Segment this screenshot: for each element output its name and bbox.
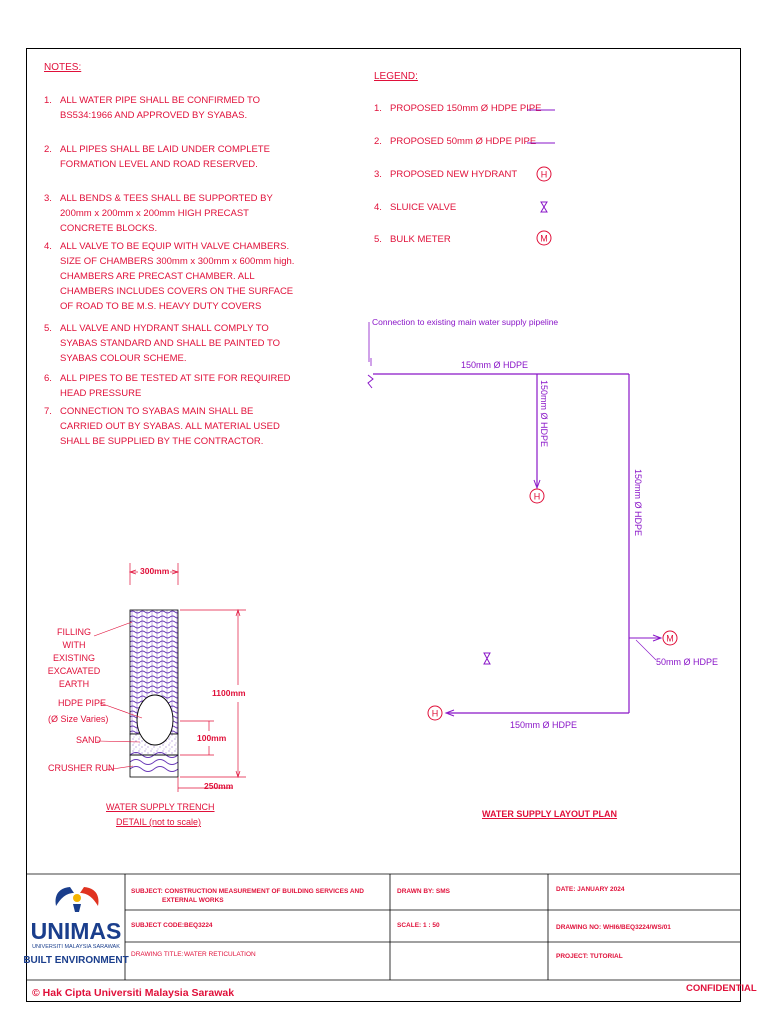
- trench-cross-section: [129, 609, 179, 778]
- arrow-head-icon: [444, 709, 455, 717]
- note-text: ALL VALVE TO BE EQUIP WITH VALVE CHAMBER…: [60, 241, 295, 312]
- legend-label: PROPOSED NEW HYDRANT: [390, 169, 518, 180]
- note-text: ALL BENDS & TEES SHALL BE SUPPORTED BY 2…: [60, 193, 273, 234]
- note-number: 7.: [44, 406, 52, 417]
- break-line-symbol: [367, 374, 374, 389]
- legend-sluice-valve-icon: [540, 201, 548, 213]
- legend-label: SLUICE VALVE: [390, 202, 457, 213]
- legend-label: BULK METER: [390, 234, 451, 245]
- legend-title: LEGEND:: [374, 71, 418, 82]
- subject-code-label: SUBJECT CODE:: [131, 922, 185, 929]
- plan-title: WATER SUPPLY LAYOUT PLAN: [482, 809, 618, 819]
- drawing-title-value: WATER RETICULATION: [184, 951, 256, 958]
- pipe-label-right: 150mm Ø HDPE: [633, 469, 643, 537]
- legend-number: 1.: [374, 103, 382, 114]
- pipe-label-top: 150mm Ø HDPE: [461, 360, 529, 370]
- arrow-head-icon: [652, 634, 663, 642]
- svg-text:M: M: [540, 234, 548, 244]
- filling-label: FILLING WITH EXISTING EXCAVATED EARTH: [47, 627, 101, 689]
- bottom-width-label: 250mm: [204, 781, 234, 791]
- scale: SCALE: 1 : 50: [397, 922, 440, 929]
- logo-wordmark: UNIMAS: [31, 918, 122, 944]
- sand-depth-label: 100mm: [197, 733, 227, 743]
- note-number: 4.: [44, 241, 52, 252]
- note-number: 6.: [44, 373, 52, 384]
- svg-text:H: H: [432, 709, 439, 719]
- subject-line-1: SUBJECT: CONSTRUCTION MEASUREMENT OF BUI…: [131, 888, 364, 895]
- pipe-label-meter: 50mm Ø HDPE: [656, 657, 719, 667]
- project: PROJECT: TUTORIAL: [556, 953, 623, 960]
- drawing-number: DRAWING NO: WHI6/BEQ3224/WS/01: [556, 924, 671, 931]
- bottom-hydrant-icon: H: [427, 705, 443, 721]
- pipe-section: [136, 694, 174, 746]
- trench-width-label: 300mm: [140, 566, 170, 576]
- arrow-head-icon: [533, 479, 541, 490]
- date: DATE: JANUARY 2024: [556, 886, 625, 893]
- hdpe-pipe-label: HDPE PIPE: [58, 698, 107, 708]
- copyright-notice: © Hak Cipta Universiti Malaysia Sarawak: [32, 987, 235, 999]
- main-pipe-150mm: [373, 373, 630, 714]
- trench-dimensions: [128, 563, 246, 792]
- note-text: CONNECTION TO SYABAS MAIN SHALL BE CARRI…: [60, 406, 280, 447]
- trench-leaders: [93, 621, 143, 771]
- legend-label: PROPOSED 50mm Ø HDPE PIPE: [390, 136, 537, 147]
- note-text: ALL VALVE AND HYDRANT SHALL COMPLY TO SY…: [60, 323, 280, 364]
- unimas-logo-mark: [55, 887, 99, 912]
- crusher-run-label: CRUSHER RUN: [48, 763, 115, 773]
- notes-title: NOTES:: [44, 62, 82, 73]
- legend-number: 2.: [374, 136, 382, 147]
- trench-title: WATER SUPPLY TRENCH: [106, 802, 215, 812]
- pipe-label-branch: 150mm Ø HDPE: [539, 380, 549, 448]
- legend-number: 3.: [374, 169, 382, 180]
- hdpe-pipe-sub-label: (Ø Size Varies): [48, 714, 109, 724]
- meter-leader-line: [635, 639, 657, 661]
- drawn-by: DRAWN BY: SMS: [397, 888, 450, 895]
- legend-hydrant-icon: H: [536, 166, 552, 182]
- legend-number: 5.: [374, 234, 382, 245]
- confidential-label: CONFIDENTIAL: [686, 983, 757, 994]
- note-text: ALL WATER PIPE SHALL BE CONFIRMED TO BS5…: [60, 95, 261, 121]
- pipe-label-bottom: 150mm Ø HDPE: [510, 720, 578, 730]
- trench-depth-label: 1100mm: [212, 688, 246, 698]
- note-number: 1.: [44, 95, 52, 106]
- drawing-title-label: DRAWING TITLE:: [131, 951, 184, 958]
- drawing-sheet-border: [26, 48, 741, 1002]
- legend-label: PROPOSED 150mm Ø HDPE PIPE: [390, 103, 542, 114]
- logo-university-name: UNIVERSITI MALAYSIA SARAWAK: [32, 944, 120, 950]
- svg-text:H: H: [541, 170, 548, 180]
- bulk-meter-icon: M: [662, 630, 678, 646]
- sluice-valve-icon: [483, 652, 491, 665]
- hydrant-icon: H: [529, 488, 545, 504]
- title-block-grid: [26, 873, 741, 981]
- trench-subtitle: DETAIL (not to scale): [116, 817, 202, 827]
- connection-leader: [368, 322, 372, 366]
- legend-bulk-meter-icon: M: [536, 230, 552, 246]
- note-text: ALL PIPES TO BE TESTED AT SITE FOR REQUI…: [60, 373, 291, 399]
- subject-code-value: BEQ3224: [184, 922, 213, 929]
- sand-label: SAND: [76, 735, 102, 745]
- note-text: ALL PIPES SHALL BE LAID UNDER COMPLETE F…: [60, 144, 270, 170]
- subject-line-2: EXTERNAL WORKS: [162, 897, 224, 904]
- note-number: 5.: [44, 323, 52, 334]
- legend-number: 4.: [374, 202, 382, 213]
- svg-text:M: M: [666, 634, 674, 644]
- logo-department: BUILT ENVIRONMENT: [23, 955, 128, 966]
- note-number: 2.: [44, 144, 52, 155]
- svg-text:H: H: [534, 492, 541, 502]
- note-number: 3.: [44, 193, 52, 204]
- connection-label: Connection to existing main water supply…: [372, 317, 559, 327]
